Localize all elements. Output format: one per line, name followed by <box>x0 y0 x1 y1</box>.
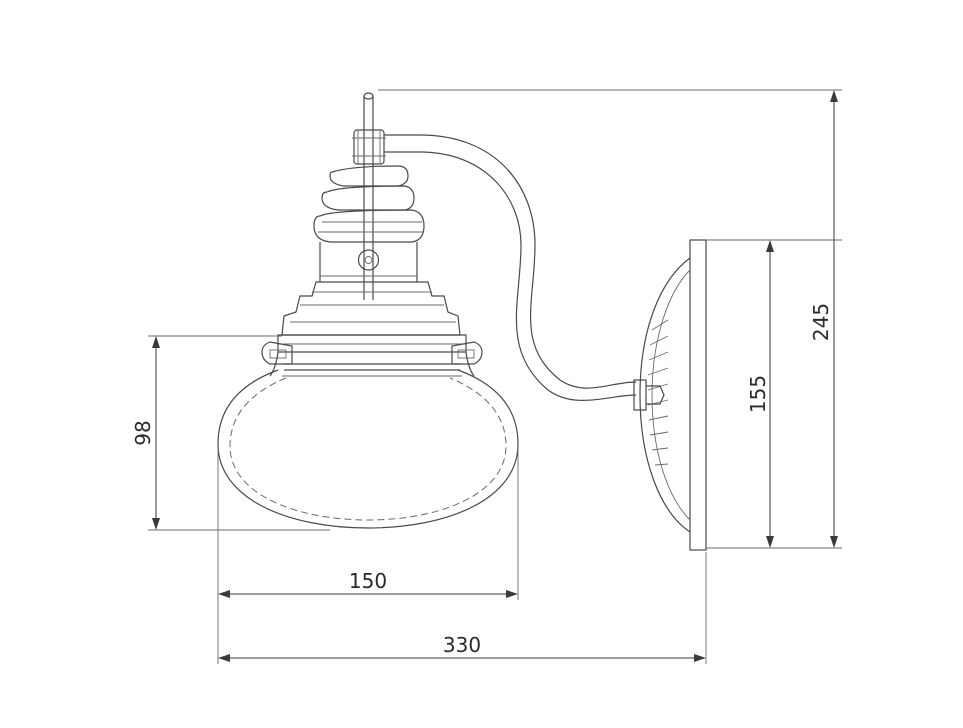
shade-width-label: 150 <box>349 569 387 593</box>
wall-plate <box>633 239 707 551</box>
dimension-shade-height: 98 <box>131 336 160 530</box>
dimension-overall-width: 330 <box>218 633 706 662</box>
socket-cap <box>313 165 425 282</box>
wall-lamp <box>217 92 707 551</box>
base-height-label: 155 <box>746 375 770 413</box>
overall-height-label: 245 <box>809 303 833 341</box>
rod-nut <box>352 129 386 165</box>
dimension-shade-width: 150 <box>218 569 518 598</box>
curved-arm <box>384 134 637 401</box>
overall-width-label: 330 <box>443 633 481 657</box>
dimension-overall-height: 245 <box>809 90 838 548</box>
dimension-base-height: 155 <box>746 240 774 548</box>
dimension-lines: 98 150 330 155 245 <box>131 89 842 664</box>
shade-collar <box>261 281 483 377</box>
shade-height-label: 98 <box>131 420 155 445</box>
glass-shade <box>217 369 519 529</box>
